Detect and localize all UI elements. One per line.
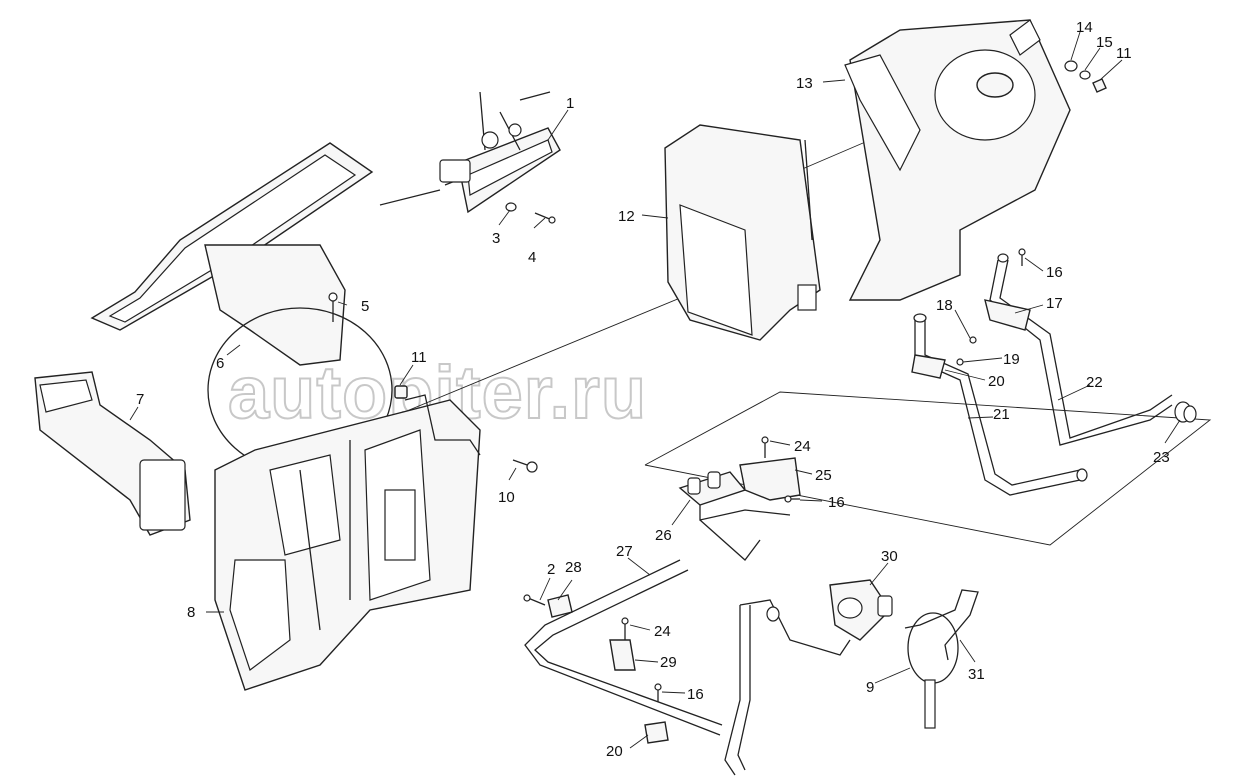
- callout-5: 5: [361, 298, 369, 315]
- screw-part-4: [534, 212, 556, 224]
- evaporator-housing-part-12: [664, 124, 821, 341]
- callout-24-lower: 24: [654, 623, 671, 640]
- callout-20-lower: 20: [606, 743, 623, 760]
- water-pipe-part-21: [913, 313, 1088, 496]
- callout-16-lower: 16: [687, 686, 704, 703]
- callout-labels: 1 2 3 4 5 6 7 8 9 10 11 11 12 13 14 15 1…: [136, 19, 1170, 760]
- washer-part-19: [956, 358, 964, 366]
- water-pipe-part-22: [989, 253, 1173, 446]
- nut-part-11-right: [1092, 78, 1107, 93]
- bracket-part-20-upper: [911, 354, 946, 379]
- callout-1: 1: [566, 95, 574, 112]
- bracket-part-20-lower: [644, 721, 669, 744]
- callout-23: 23: [1153, 449, 1170, 466]
- bolt-part-24-upper: [761, 436, 769, 458]
- leader-lines: [129, 31, 1181, 749]
- bolt-part-16-middle: [784, 495, 800, 503]
- callout-14: 14: [1076, 19, 1093, 36]
- callout-22: 22: [1086, 374, 1103, 391]
- hose-clamp-part-9: [907, 612, 959, 729]
- callout-24-upper: 24: [794, 438, 811, 455]
- callout-7: 7: [136, 391, 144, 408]
- callout-4: 4: [528, 249, 536, 266]
- side-duct-part-7: [34, 371, 191, 536]
- bolt-part-10: [512, 459, 538, 473]
- callout-18: 18: [936, 297, 953, 314]
- callout-10: 10: [498, 489, 515, 506]
- callout-31: 31: [968, 666, 985, 683]
- bracket-part-25: [739, 457, 801, 501]
- callout-9: 9: [866, 679, 874, 696]
- water-pipe-part-27: [524, 559, 851, 776]
- callout-20-upper: 20: [988, 373, 1005, 390]
- callout-3: 3: [492, 230, 500, 247]
- bracket-part-17: [984, 299, 1031, 331]
- water-valve-part-30: [829, 579, 893, 641]
- washer-part-18: [969, 336, 977, 344]
- heater-unit-part-8: [214, 394, 481, 691]
- callout-16-middle: 16: [828, 494, 845, 511]
- clamp-part-23: [1174, 401, 1197, 423]
- bolt-part-2: [523, 594, 546, 606]
- callout-29: 29: [660, 654, 677, 671]
- washer-part-3: [505, 202, 517, 212]
- screw-part-5: [328, 292, 338, 322]
- callout-15: 15: [1096, 34, 1113, 51]
- callout-28: 28: [565, 559, 582, 576]
- callout-8: 8: [187, 604, 195, 621]
- washer-part-14: [1064, 60, 1078, 72]
- valve-block-part-26: [678, 471, 791, 561]
- callout-21: 21: [993, 406, 1010, 423]
- control-panel-part-1: [379, 91, 561, 214]
- defroster-duct-part-6: [90, 142, 393, 473]
- callout-25: 25: [815, 467, 832, 484]
- callout-19: 19: [1003, 351, 1020, 368]
- blower-part-13: [844, 19, 1071, 301]
- bolt-part-16-lower: [654, 683, 662, 702]
- nut-part-11-left: [394, 385, 408, 399]
- callout-17: 17: [1046, 295, 1063, 312]
- callout-11-left: 11: [411, 349, 427, 366]
- callout-2: 2: [547, 561, 555, 578]
- callout-16-upper: 16: [1046, 264, 1063, 281]
- callout-6: 6: [216, 355, 224, 372]
- bracket-part-28: [547, 594, 573, 618]
- washer-part-15: [1079, 70, 1091, 80]
- callout-11-right: 11: [1116, 45, 1132, 62]
- callout-13: 13: [796, 75, 813, 92]
- bolt-part-24-lower: [621, 617, 629, 640]
- callout-30: 30: [881, 548, 898, 565]
- callout-26: 26: [655, 527, 672, 544]
- hose-part-31: [904, 589, 979, 661]
- bracket-part-29: [609, 639, 636, 671]
- callout-12: 12: [618, 208, 635, 225]
- callout-27: 27: [616, 543, 633, 560]
- bolt-part-16-upper: [1018, 248, 1026, 266]
